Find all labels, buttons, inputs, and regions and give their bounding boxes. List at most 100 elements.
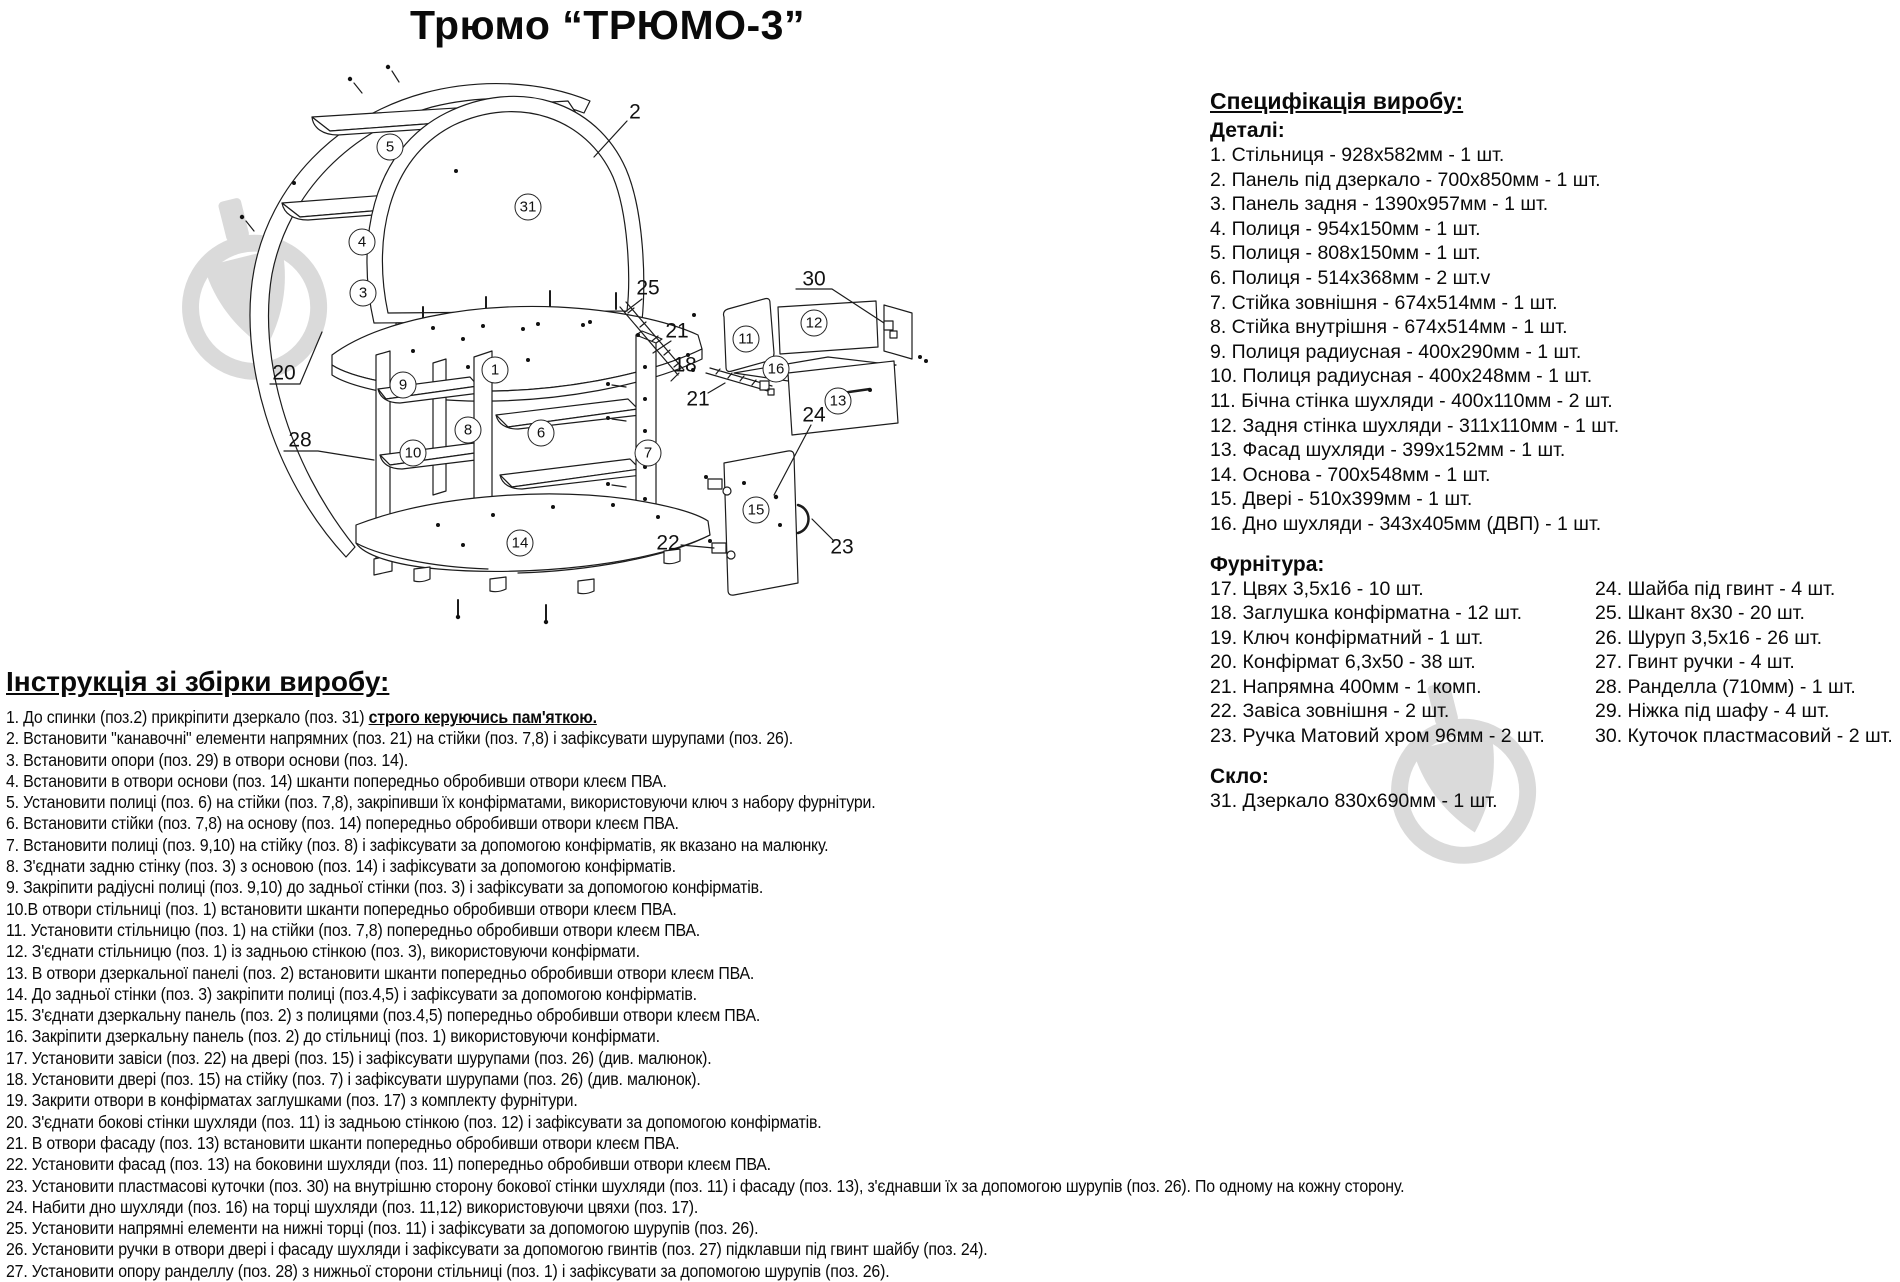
instruction-step: 6. Встановити стійки (поз. 7,8) на основ… [6,813,679,834]
diagram-callout-10: 10 [399,439,427,467]
diagram-callout-16: 16 [762,355,790,383]
instruction-step: 11. Установити стільницю (поз. 1) на сті… [6,919,701,940]
instruction-step: 3. Встановити опори (поз. 29) в отвори о… [6,749,409,770]
hardware-column-1: 17. Цвях 3,5х16 - 10 шт. 18. Заглушка ко… [1210,577,1595,749]
diagram-callout-1: 1 [481,356,509,384]
instruction-step: 25. Установити напрямні елементи на нижн… [6,1218,759,1239]
diagram-callout-6: 6 [527,419,555,447]
instruction-step: 9. Закріпити радіусні полиці (поз. 9,10)… [6,877,764,898]
spec-item: 12. Задня стінка шухляди - 311х110мм - 1… [1210,414,1620,437]
diagram-callout-18: 18 [673,353,697,377]
spec-item: 4. Полиця - 954х150мм - 1 шт. [1210,217,1481,240]
spec-item: 27. Гвинт ручки - 4 шт. [1595,651,1795,674]
trowel-handle [218,198,249,242]
spec-item: 29. Ніжка під шафу - 4 шт. [1595,700,1830,723]
exploded-view-drawing [239,64,928,625]
diagram-callout-25: 25 [636,276,660,300]
instruction-step: 16. Закріпити дзеркальну панель (поз. 2)… [6,1026,660,1047]
spec-item: 20. Конфірмат 6,3х50 - 38 шт. [1210,651,1476,674]
spec-item: 21. Напрямна 400мм - 1 комп. [1210,675,1482,698]
spec-item: 9. Полиця радиусная - 400х290мм - 1 шт. [1210,340,1582,363]
spec-item: 28. Ранделла (710мм) - 1 шт. [1595,675,1856,698]
instruction-step: 12. З'єднати стільницю (поз. 1) із заднь… [6,941,640,962]
diagram-callout-7: 7 [634,439,662,467]
instruction-step: 8. З'єднати задню стінку (поз. 3) з осно… [6,856,676,877]
page-title: Трюмо “ТРЮМО-3” [410,2,805,48]
instructions-steps: 1. До спинки (поз.2) прикріпити дзеркало… [6,707,1883,1282]
instruction-step: 19. Закрити отвори в конфірматах заглушк… [6,1090,578,1111]
instruction-step: 27. Установити опору ранделлу (поз. 28) … [6,1260,890,1281]
spec-item: 14. Основа - 700х548мм - 1 шт. [1210,463,1491,486]
glass-heading: Скло: [1210,764,1269,788]
instruction-step: 26. Установити ручки в отвори двері і фа… [6,1239,988,1260]
diagram-callout-21: 21 [686,387,710,411]
diagram-callout-2: 2 [629,100,641,124]
diagram-callout-30: 30 [802,267,826,291]
instructions-heading: Інструкція зі збірки виробу: [6,666,390,697]
diagram-callout-5: 5 [376,133,404,161]
spec-item: 31. Дзеркало 830х690мм - 1 шт. [1210,789,1498,812]
diagram-callout-14: 14 [506,529,534,557]
diagram-callout-31: 31 [514,193,542,221]
spec-item: 11. Бічна стінка шухляди - 400х110мм - 2… [1210,389,1613,412]
diagram-callout-4: 4 [348,228,376,256]
specification-section: Специфікація виробу: Деталі: 1. Стільниц… [1210,88,1900,813]
hardware-lists: 17. Цвях 3,5х16 - 10 шт. 18. Заглушка ко… [1210,577,1900,749]
diagram-callout-13: 13 [824,387,852,415]
spec-item: 22. Завіса зовнішня - 2 шт. [1210,700,1450,723]
instruction-step: 22. Установити фасад (поз. 13) на бокови… [6,1154,771,1175]
instruction-step: 14. До задньої стінки (поз. 3) закріпити… [6,983,697,1004]
hardware-column-2: 24. Шайба під гвинт - 4 шт. 25. Шкант 8х… [1595,577,1900,749]
trowel-blade [1413,731,1494,833]
spec-item: 26. Шуруп 3,5х16 - 26 шт. [1595,626,1823,649]
instruction-step: 13. В отвори дзеркальної панелі (поз. 2)… [6,962,755,983]
spec-item: 7. Стійка зовнішня - 674х514мм - 1 шт. [1210,291,1558,314]
specification-heading: Специфікація виробу: [1210,88,1464,114]
instruction-step: 10.В отвори стільниці (поз. 1) встановит… [6,898,677,919]
instruction-step: 23. Установити пластмасові куточки (поз.… [6,1175,1405,1196]
spec-item: 25. Шкант 8х30 - 20 шт. [1595,602,1805,625]
trowel-handle [1427,682,1458,726]
instructions-section: Інструкція зі збірки виробу: 1. До спинк… [6,666,1900,1282]
details-heading: Деталі: [1210,119,1285,142]
diagram-callout-15: 15 [742,496,770,524]
spec-item: 24. Шайба під гвинт - 4 шт. [1595,577,1836,600]
spec-item: 18. Заглушка конфірматна - 12 шт. [1210,602,1523,625]
step-emphasis: строго керуючись пам'яткою. [368,707,597,727]
spec-item: 30. Куточок пластмасовий - 2 шт. [1595,725,1893,748]
diagram-callout-9: 9 [389,371,417,399]
instruction-step: 15. З'єднати дзеркальну панель (поз. 2) … [6,1005,761,1026]
instruction-step: 18. Установити двері (поз. 15) на стійку… [6,1069,701,1090]
instruction-step: 7. Встановити полиці (поз. 9,10) на стій… [6,834,829,855]
instruction-step: 1. До спинки (поз.2) прикріпити дзеркало… [6,707,1883,728]
spec-item: 6. Полиця - 514х368мм - 2 шт.v [1210,266,1491,289]
brand-watermark [1372,674,1550,891]
diagram-callout-12: 12 [800,309,828,337]
diagram-callout-23: 23 [830,535,854,559]
step-text: 1. До спинки (поз.2) прикріпити дзеркало… [6,707,369,727]
diagram-callout-3: 3 [349,279,377,307]
diagram-callout-11: 11 [732,325,760,353]
instruction-step: 4. Встановити в отвори основи (поз. 14) … [6,770,667,791]
spec-item: 8. Стійка внутрішня - 674х514мм - 1 шт. [1210,316,1568,339]
hardware-heading: Фурнітура: [1210,552,1325,576]
spec-item: 23. Ручка Матовий хром 96мм - 2 шт. [1210,725,1545,748]
spec-item: 15. Двері - 510х399мм - 1 шт. [1210,488,1473,511]
details-list: 1. Стільниця - 928х582мм - 1 шт. 2. Пане… [1210,143,1900,537]
spec-item: 19. Ключ конфірматний - 1 шт. [1210,626,1484,649]
watermark-ring [1391,718,1537,864]
instruction-step: 5. Установити полиці (поз. 6) на стійки … [6,792,876,813]
spec-item: 13. Фасад шухляди - 399х152мм - 1 шт. [1210,439,1566,462]
diagram-callout-20: 20 [272,361,296,385]
instruction-step: 24. Набити дно шухляди (поз. 16) на торц… [6,1196,699,1217]
spec-item: 1. Стільниця - 928х582мм - 1 шт. [1210,144,1505,166]
instruction-step: 20. З'єднати бокові стінки шухляди (поз.… [6,1111,822,1132]
diagram-callout-21: 21 [665,319,689,343]
spec-item: 10. Полиця радиусная - 400х248мм - 1 шт. [1210,365,1593,388]
spec-item: 17. Цвях 3,5х16 - 10 шт. [1210,577,1424,600]
spec-item: 3. Панель задня - 1390х957мм - 1 шт. [1210,193,1549,216]
diagram-callout-28: 28 [288,428,312,452]
